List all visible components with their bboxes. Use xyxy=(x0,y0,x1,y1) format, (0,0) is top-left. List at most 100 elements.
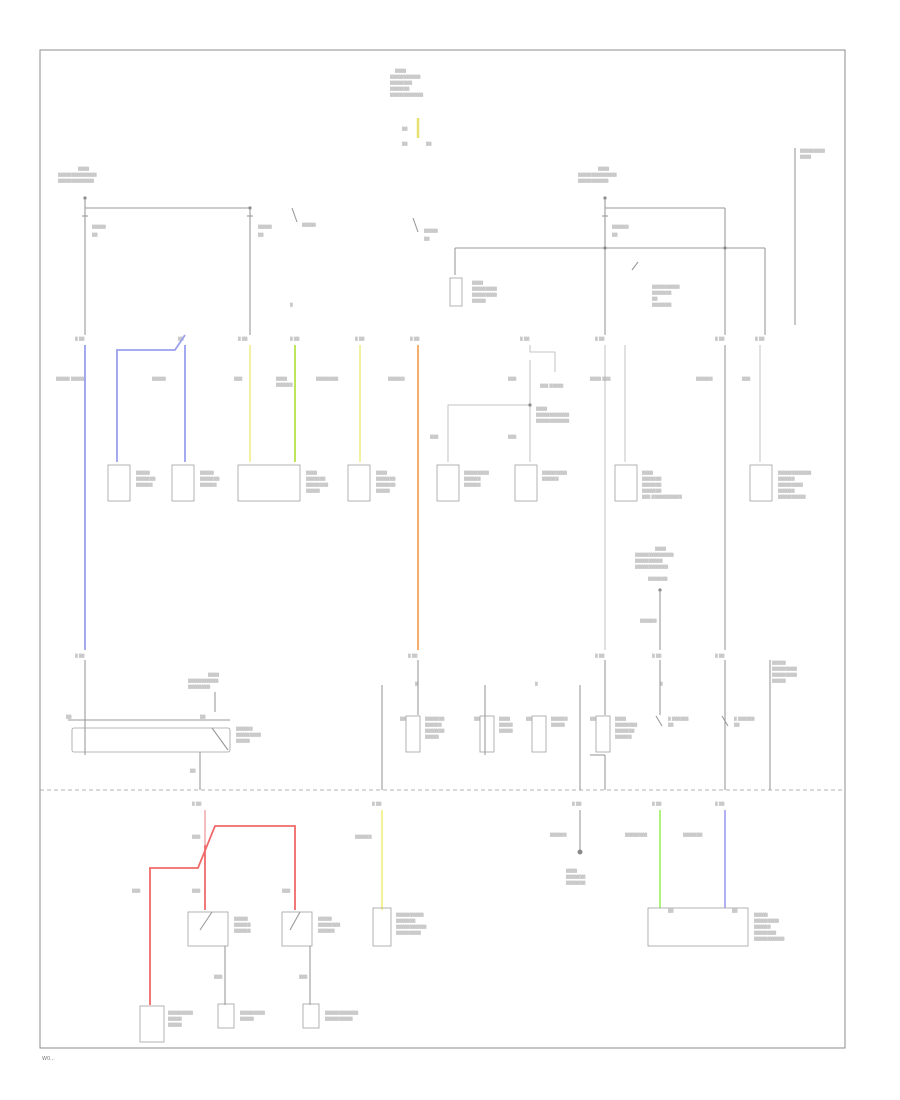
svg-text:▒ ▒▒: ▒ ▒▒ xyxy=(408,653,418,658)
svg-text:▒▒▒▒▒▒: ▒▒▒▒▒▒ xyxy=(612,224,629,229)
svg-text:▒▒: ▒▒ xyxy=(402,126,408,131)
svg-text:▒▒: ▒▒ xyxy=(426,141,432,146)
svg-text:▒ ▒▒: ▒ ▒▒ xyxy=(595,336,605,341)
svg-text:▒ ▒▒: ▒ ▒▒ xyxy=(755,336,765,341)
svg-text:▒▒▒▒▒: ▒▒▒▒▒ xyxy=(302,222,316,227)
svg-text:▒ ▒▒: ▒ ▒▒ xyxy=(372,801,382,806)
svg-text:▒▒▒▒▒▒: ▒▒▒▒▒▒ xyxy=(355,834,372,839)
svg-text:▒ ▒▒: ▒ ▒▒ xyxy=(410,336,420,341)
svg-text:▒▒▒▒▒▒▒▒▒▒▒▒: ▒▒▒▒▒▒▒▒▒▒▒▒ xyxy=(778,470,811,475)
bottom-switch-1 xyxy=(187,911,229,947)
svg-text:▒▒: ▒▒ xyxy=(668,908,674,913)
svg-text:▒▒: ▒▒ xyxy=(474,716,480,721)
svg-text:▒▒▒▒▒▒▒: ▒▒▒▒▒▒▒ xyxy=(642,476,662,481)
svg-text:▒▒▒▒: ▒▒▒▒ xyxy=(78,166,89,171)
svg-text:▒▒▒▒▒: ▒▒▒▒▒ xyxy=(376,488,390,493)
component-7 xyxy=(614,464,638,502)
svg-text:▒▒▒: ▒▒▒ xyxy=(192,888,201,893)
svg-text:▒▒▒▒▒▒: ▒▒▒▒▒▒ xyxy=(136,482,153,487)
svg-text:▒▒▒▒▒▒: ▒▒▒▒▒▒ xyxy=(754,924,771,929)
svg-text:▒▒▒▒▒▒▒: ▒▒▒▒▒▒▒ xyxy=(642,488,662,493)
svg-text:▒▒▒▒▒▒: ▒▒▒▒▒▒ xyxy=(464,476,481,481)
svg-text:▒▒: ▒▒ xyxy=(92,232,98,237)
svg-text:▒▒▒: ▒▒▒ xyxy=(282,888,291,893)
bottom-component-4 xyxy=(647,907,749,947)
svg-text:▒▒▒▒▒▒▒▒▒: ▒▒▒▒▒▒▒▒▒ xyxy=(168,1010,193,1015)
bottom-lamp xyxy=(139,1005,165,1043)
left-fuse-box: ▒▒▒▒ ▒▒▒▒▒▒▒▒▒▒▒▒▒▒ ▒▒▒▒▒▒▒▒▒▒▒▒▒ ▒▒▒▒▒ … xyxy=(58,166,316,335)
svg-text:▒▒▒▒▒▒▒: ▒▒▒▒▒▒▒ xyxy=(683,832,703,837)
svg-text:▒▒▒▒▒▒▒: ▒▒▒▒▒▒▒ xyxy=(425,716,445,721)
svg-text:▒▒▒▒▒▒▒▒▒▒▒▒▒▒: ▒▒▒▒▒▒▒▒▒▒▒▒▒▒ xyxy=(58,172,97,177)
svg-text:▒▒▒▒▒▒▒: ▒▒▒▒▒▒▒ xyxy=(376,476,396,481)
component-4 xyxy=(347,464,371,502)
center-fuse: ▒▒▒▒▒ ▒▒ xyxy=(412,217,438,241)
svg-text:▒ ▒▒: ▒ ▒▒ xyxy=(715,653,725,658)
svg-text:▒▒▒▒▒▒: ▒▒▒▒▒▒ xyxy=(236,726,253,731)
component-1 xyxy=(107,464,131,502)
component-row: ▒▒▒▒▒ ▒▒▒▒▒▒▒ ▒▒▒▒▒▒ ▒▒▒▒▒ ▒▒▒▒▒▒▒ ▒▒▒▒▒… xyxy=(107,464,811,502)
svg-text:▒▒▒▒▒: ▒▒▒▒▒ xyxy=(92,224,106,229)
svg-text:▒▒▒▒▒▒▒▒▒▒▒: ▒▒▒▒▒▒▒▒▒▒▒ xyxy=(188,678,219,683)
svg-text:▒▒▒: ▒▒▒ xyxy=(192,834,201,839)
svg-text:▒▒▒▒▒▒▒▒: ▒▒▒▒▒▒▒▒ xyxy=(318,922,340,927)
svg-text:▒ ▒▒▒▒▒▒: ▒ ▒▒▒▒▒▒ xyxy=(734,716,755,721)
svg-text:▒▒: ▒▒ xyxy=(200,714,206,719)
svg-text:▒▒▒▒▒: ▒▒▒▒▒ xyxy=(318,916,332,921)
svg-text:▒▒: ▒▒ xyxy=(732,908,738,913)
svg-text:▒▒▒▒▒▒▒▒▒▒: ▒▒▒▒▒▒▒▒▒▒ xyxy=(325,1016,353,1021)
svg-text:▒▒▒▒▒: ▒▒▒▒▒ xyxy=(168,1022,182,1027)
svg-text:▒▒▒▒▒▒: ▒▒▒▒▒▒ xyxy=(388,376,405,381)
top-fuse-block: ▒▒▒▒ ▒▒▒▒▒▒▒▒▒▒▒ ▒▒▒▒▒▒▒▒ ▒▒▒▒▒▒▒ ▒▒▒▒▒▒… xyxy=(390,68,432,146)
svg-text:▒▒▒▒▒▒: ▒▒▒▒▒▒ xyxy=(318,928,335,933)
svg-text:▒ ▒▒: ▒ ▒▒ xyxy=(715,336,725,341)
svg-text:▒▒▒▒▒▒: ▒▒▒▒▒▒ xyxy=(550,832,567,837)
svg-text:▒▒▒▒▒▒▒▒▒▒▒: ▒▒▒▒▒▒▒▒▒▒▒ xyxy=(390,74,421,79)
svg-text:▒▒▒▒: ▒▒▒▒ xyxy=(472,280,483,285)
svg-text:▒▒▒▒▒: ▒▒▒▒▒ xyxy=(306,488,320,493)
svg-text:▒▒▒▒▒: ▒▒▒▒▒ xyxy=(425,734,439,739)
svg-text:▒▒▒▒▒▒▒▒▒▒▒▒: ▒▒▒▒▒▒▒▒▒▒▒▒ xyxy=(325,1010,358,1015)
svg-text:▒▒▒▒ ▒▒▒: ▒▒▒▒ ▒▒▒ xyxy=(590,376,611,381)
svg-text:▒ ▒▒: ▒ ▒▒ xyxy=(652,653,662,658)
svg-text:▒▒▒▒: ▒▒▒▒ xyxy=(598,166,609,171)
svg-text:▒▒▒ ▒▒▒▒▒▒▒▒▒▒▒: ▒▒▒ ▒▒▒▒▒▒▒▒▒▒▒ xyxy=(642,494,682,499)
svg-text:▒: ▒ xyxy=(660,681,663,686)
svg-text:▒▒▒▒▒ ▒▒▒▒▒: ▒▒▒▒▒ ▒▒▒▒▒ xyxy=(56,376,85,381)
svg-text:▒▒▒▒▒▒: ▒▒▒▒▒▒ xyxy=(425,722,442,727)
svg-text:▒▒▒▒▒▒▒: ▒▒▒▒▒▒▒ xyxy=(136,476,156,481)
svg-text:▒: ▒ xyxy=(290,302,293,307)
svg-text:▒▒▒▒▒▒▒▒▒: ▒▒▒▒▒▒▒▒▒ xyxy=(472,286,497,291)
svg-text:▒▒▒▒: ▒▒▒▒ xyxy=(615,716,626,721)
svg-text:▒▒▒▒▒▒▒▒▒: ▒▒▒▒▒▒▒▒▒ xyxy=(464,470,489,475)
bottom-component-3 xyxy=(372,907,392,947)
svg-text:▒▒▒▒▒▒▒: ▒▒▒▒▒▒▒ xyxy=(566,874,586,879)
svg-text:▒▒▒: ▒▒▒ xyxy=(742,376,751,381)
svg-text:▒▒▒▒▒: ▒▒▒▒▒ xyxy=(236,738,250,743)
svg-text:▒▒▒▒▒▒: ▒▒▒▒▒▒ xyxy=(778,488,795,493)
svg-text:▒ ▒▒: ▒ ▒▒ xyxy=(572,801,582,806)
svg-text:▒▒▒▒: ▒▒▒▒ xyxy=(655,546,666,551)
svg-text:▒▒▒▒▒▒▒: ▒▒▒▒▒▒▒ xyxy=(642,482,662,487)
white-wire-junction xyxy=(529,345,556,372)
svg-text:▒▒: ▒▒ xyxy=(402,141,408,146)
bottom-wires: ▒▒▒ ▒▒▒ ▒▒▒ ▒▒▒ ▒▒▒▒▒▒ ▒▒▒▒▒▒ ▒▒▒▒ ▒▒▒▒▒… xyxy=(132,810,726,1005)
svg-text:▒▒▒▒▒: ▒▒▒▒▒ xyxy=(499,728,513,733)
svg-text:▒ ▒▒: ▒ ▒▒ xyxy=(715,801,725,806)
svg-text:▒▒▒▒▒▒▒: ▒▒▒▒▒▒▒ xyxy=(390,86,410,91)
svg-text:▒▒▒▒▒▒▒▒▒▒: ▒▒▒▒▒▒▒▒▒▒ xyxy=(652,284,680,289)
svg-text:▒▒▒▒: ▒▒▒▒ xyxy=(208,672,219,677)
svg-text:▒▒▒▒▒▒: ▒▒▒▒▒▒ xyxy=(640,618,657,623)
svg-text:▒▒▒▒▒▒: ▒▒▒▒▒▒ xyxy=(696,376,713,381)
svg-text:▒ ▒▒: ▒ ▒▒ xyxy=(290,336,300,341)
svg-text:▒▒▒▒▒▒▒: ▒▒▒▒▒▒▒ xyxy=(200,476,220,481)
svg-text:▒▒▒: ▒▒▒ xyxy=(508,376,517,381)
svg-text:▒▒▒▒▒▒▒▒: ▒▒▒▒▒▒▒▒ xyxy=(615,722,637,727)
svg-text:▒▒: ▒▒ xyxy=(258,232,264,237)
svg-text:▒▒▒▒▒▒▒▒: ▒▒▒▒▒▒▒▒ xyxy=(754,930,776,935)
svg-text:▒▒: ▒▒ xyxy=(178,336,184,341)
component-2 xyxy=(171,464,195,502)
svg-text:▒▒▒▒▒▒▒: ▒▒▒▒▒▒▒ xyxy=(615,728,635,733)
bottom-components: ▒▒▒▒▒ ▒▒▒▒▒▒ ▒▒▒▒▒▒ ▒▒▒▒▒ ▒▒▒▒▒▒▒▒ ▒▒▒▒▒… xyxy=(139,907,785,1043)
